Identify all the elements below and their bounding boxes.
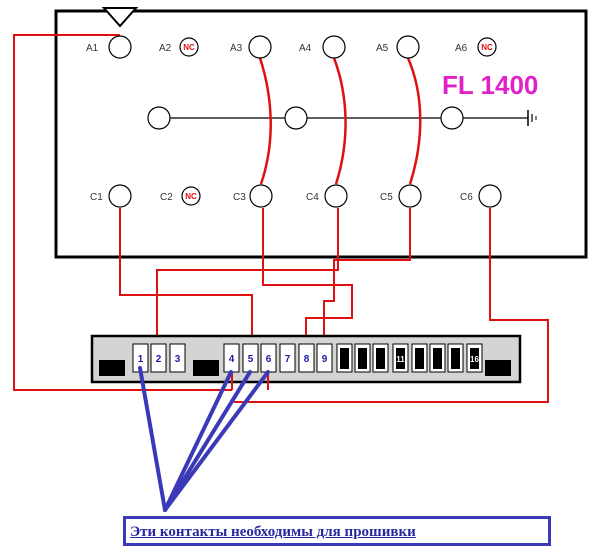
slot-16: 16 [466, 343, 483, 373]
slot-8: 8 [298, 343, 315, 373]
pointer-lines [138, 366, 270, 512]
svg-text:9: 9 [322, 354, 328, 365]
device-frame [54, 9, 588, 259]
label-c6: C6 [460, 192, 473, 203]
wire-a1 [13, 34, 232, 391]
label-c2: C2 [160, 192, 173, 203]
slot-6: 6 [260, 343, 277, 373]
link-a3-c3 [258, 57, 272, 185]
pointer-slot-4 [163, 370, 233, 512]
slot-9: 9 [316, 343, 333, 373]
nc-a2: NC [179, 37, 199, 57]
pin-a4 [322, 35, 346, 59]
label-a2: A2 [159, 43, 172, 54]
wire-c6 [234, 208, 549, 403]
pin-a3 [248, 35, 272, 59]
bus-node-1 [147, 106, 171, 130]
svg-text:4: 4 [229, 354, 235, 365]
slot-11: 11 [392, 343, 409, 373]
flashing-note-text: Эти контакты необходимы для прошивки [130, 524, 416, 540]
connector-block: 1 2 3 4 5 6 7 8 9 11 [90, 334, 522, 384]
slot-4: 4 [223, 343, 240, 373]
svg-text:3: 3 [175, 354, 181, 365]
slot-2: 2 [150, 343, 167, 373]
pin-c6 [478, 184, 502, 208]
device-title: FL 1400 [442, 70, 538, 100]
pointer-slot-6 [163, 370, 270, 512]
svg-text:2: 2 [156, 354, 162, 365]
connector-key-mid [193, 360, 219, 376]
connector-key-left [99, 360, 125, 376]
svg-text:11: 11 [396, 355, 405, 364]
flashing-note-box: Эти контакты необходимы для прошивки [123, 516, 551, 546]
svg-text:6: 6 [266, 354, 272, 365]
svg-text:NC: NC [183, 43, 195, 52]
ground-icon [527, 110, 537, 126]
label-a6: A6 [455, 43, 468, 54]
wire-c5 [323, 208, 411, 342]
label-a3: A3 [230, 43, 243, 54]
svg-text:NC: NC [185, 192, 197, 201]
pin-c5 [398, 184, 422, 208]
connector-key-right [485, 360, 511, 376]
link-a4-c4 [332, 57, 347, 185]
svg-text:7: 7 [285, 354, 291, 365]
svg-text:16: 16 [470, 355, 479, 364]
slot-3: 3 [169, 343, 186, 373]
slot-blank-inner [340, 348, 460, 369]
pointer-slot-1 [138, 366, 167, 512]
label-a4: A4 [299, 43, 312, 54]
label-a1: A1 [86, 43, 99, 54]
svg-text:1: 1 [138, 354, 144, 365]
wire-c4 [156, 208, 339, 342]
svg-text:5: 5 [248, 354, 254, 365]
label-c1: C1 [90, 192, 103, 203]
label-c5: C5 [380, 192, 393, 203]
nc-c2: NC [181, 186, 201, 206]
label-c4: C4 [306, 192, 319, 203]
label-a5: A5 [376, 43, 389, 54]
wire-c3 [262, 208, 353, 342]
label-c3: C3 [233, 192, 246, 203]
svg-text:8: 8 [304, 354, 310, 365]
slot-7: 7 [279, 343, 296, 373]
pin-c3 [249, 184, 273, 208]
svg-text:NC: NC [481, 43, 493, 52]
link-a5-c5 [406, 57, 422, 185]
pointer-triangle-icon [101, 7, 139, 28]
pin-a5 [396, 35, 420, 59]
nc-a6: NC [477, 37, 497, 57]
slot-5: 5 [242, 343, 259, 373]
wire-c1 [119, 208, 253, 342]
pin-c4 [324, 184, 348, 208]
pointer-slot-5 [163, 370, 252, 512]
bus-node-2 [284, 106, 308, 130]
bus-node-3 [440, 106, 464, 130]
pin-c1 [108, 184, 132, 208]
pin-a1 [108, 35, 132, 59]
pin-circles [108, 35, 502, 208]
